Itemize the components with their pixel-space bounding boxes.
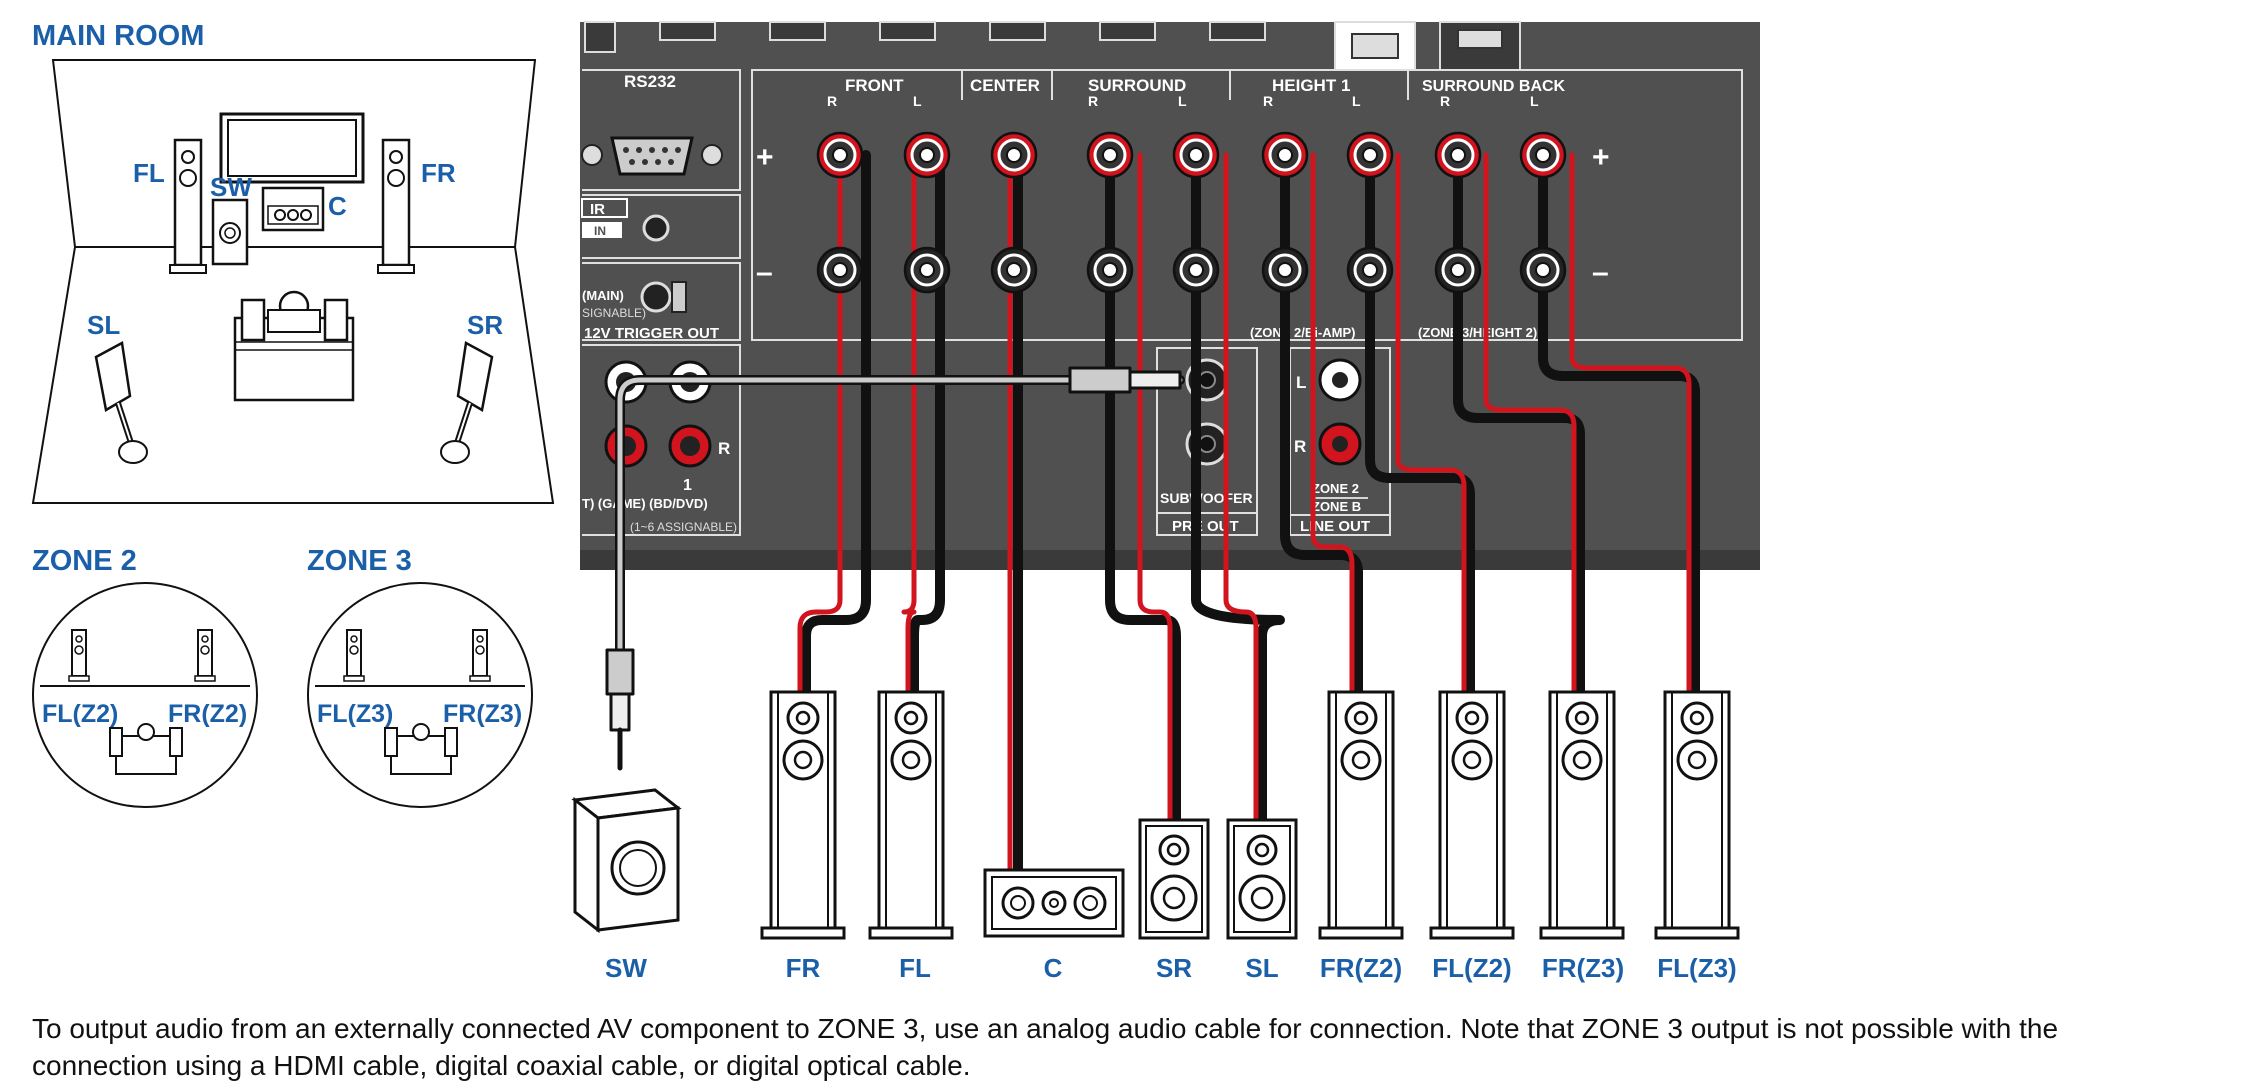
input-assignable-label: (1~6 ASSIGNABLE) (630, 520, 737, 534)
main-c-label: C (328, 191, 347, 221)
trigger-out-label: 12V TRIGGER OUT (584, 325, 719, 342)
line-out-r-label: R (1294, 437, 1306, 456)
main-fr-label: FR (421, 158, 456, 188)
speaker-labels: SW FR FL C SR SL FR(Z2) FL(Z2) FR(Z3) FL… (605, 953, 1737, 983)
zone3-height2-label: (ZONE 3/HEIGHT 2) (1418, 325, 1537, 340)
main-c-speaker (261, 186, 325, 232)
ir-label: IR (590, 201, 605, 218)
fl-z2-speaker (1429, 690, 1515, 940)
speaker-label: SR (1156, 953, 1192, 983)
ir-in-label: IN (594, 224, 606, 238)
zone3-diagram: ZONE 3 FL(Z3) FR(Z3) (307, 545, 533, 808)
svg-text:L: L (1530, 93, 1539, 109)
speaker-label: FR(Z2) (1320, 953, 1402, 983)
fr-z3-speaker (1539, 690, 1625, 940)
svg-text:L: L (913, 93, 922, 109)
svg-text:L: L (1352, 93, 1361, 109)
zone2-title: ZONE 2 (32, 545, 137, 577)
rs232-label: RS232 (624, 72, 676, 91)
minus-right: – (1592, 256, 1609, 289)
trigger-main-label: (MAIN) (582, 288, 624, 303)
rs232-port (581, 136, 723, 176)
plus-right: + (1592, 141, 1610, 174)
speaker-label: FL (899, 953, 931, 983)
line-out-label: LINE OUT (1300, 518, 1370, 535)
height1-label: HEIGHT 1 (1272, 76, 1350, 95)
c-speaker (983, 868, 1125, 938)
main-sofa (233, 290, 355, 402)
svg-text:R: R (1263, 93, 1273, 109)
main-sl-speaker (94, 341, 148, 464)
analog-input-jacks (604, 360, 712, 468)
main-sw-label: SW (210, 172, 252, 202)
main-sr-speaker (440, 341, 494, 464)
surround-label: SURROUND (1088, 76, 1186, 95)
zone2-fr-label: FR(Z2) (168, 700, 247, 728)
zone2-biamp-label: (ZONE 2/Bi-AMP) (1250, 325, 1355, 340)
speaker-label: FR (786, 953, 821, 983)
svg-text:L: L (1178, 93, 1187, 109)
pre-out-label: PRE OUT (1172, 518, 1239, 535)
input-r-label: R (718, 439, 730, 458)
sl-speaker (1226, 818, 1298, 940)
line-out-l-label: L (1296, 373, 1306, 392)
main-sr-label: SR (467, 310, 503, 340)
main-fl-label: FL (133, 158, 165, 188)
trigger-assignable-label: SIGNABLE) (582, 306, 646, 320)
caption-line-1: To output audio from an externally conne… (32, 1013, 2059, 1044)
main-fr-speaker (377, 138, 415, 274)
speaker-label: SL (1245, 953, 1278, 983)
fr-speaker (760, 690, 846, 940)
speaker-label: FL(Z3) (1657, 953, 1736, 983)
fl-z3-speaker (1654, 690, 1740, 940)
svg-text:R: R (1088, 93, 1098, 109)
zone3-fr-label: FR(Z3) (443, 700, 522, 728)
zone3-title: ZONE 3 (307, 545, 412, 577)
main-room-diagram: MAIN ROOM (31, 20, 555, 504)
caption-line-2: connection using a HDMI cable, digital c… (32, 1050, 971, 1081)
zone3-fl-label: FL(Z3) (317, 700, 393, 728)
svg-text:R: R (827, 93, 837, 109)
plus-left: + (756, 141, 774, 174)
speaker-label: FR(Z3) (1542, 953, 1624, 983)
main-fl-speaker (169, 138, 207, 274)
zone2-line-out-jacks (1318, 358, 1362, 466)
zone2-fl-label: FL(Z2) (42, 700, 118, 728)
subwoofer-speaker (571, 788, 682, 934)
center-label: CENTER (970, 76, 1040, 95)
input-names-label: T) (GAME) (BD/DVD) (582, 496, 708, 511)
receiver-rear-panel: RS232 IR IN (MAIN) SIGNABLE) 12V TRIGGER… (580, 21, 1760, 570)
front-label: FRONT (845, 76, 904, 95)
speaker-label: C (1044, 953, 1063, 983)
subwoofer-label: SUBWOOFER (1160, 490, 1253, 506)
zone2-diagram: ZONE 2 FL(Z2) FR(Z2) (32, 545, 258, 808)
speaker-label: SW (605, 953, 647, 983)
main-room-title: MAIN ROOM (32, 20, 204, 52)
speaker-cables (605, 150, 1700, 877)
speaker-label: FL(Z2) (1432, 953, 1511, 983)
line-out-zoneb-label: ZONE B (1312, 499, 1361, 514)
fl-speaker (868, 690, 954, 940)
input-num-label: 1 (683, 477, 692, 494)
fr-z2-speaker (1318, 690, 1404, 940)
svg-text:R: R (1440, 93, 1450, 109)
caption: To output audio from an externally conne… (32, 1010, 2232, 1084)
sr-speaker (1138, 818, 1210, 940)
minus-left: – (756, 256, 773, 289)
line-out-zone2-label: ZONE 2 (1312, 481, 1359, 496)
surround-back-label: SURROUND BACK (1422, 78, 1566, 95)
main-sl-label: SL (87, 310, 120, 340)
main-sw-speaker (211, 198, 249, 266)
